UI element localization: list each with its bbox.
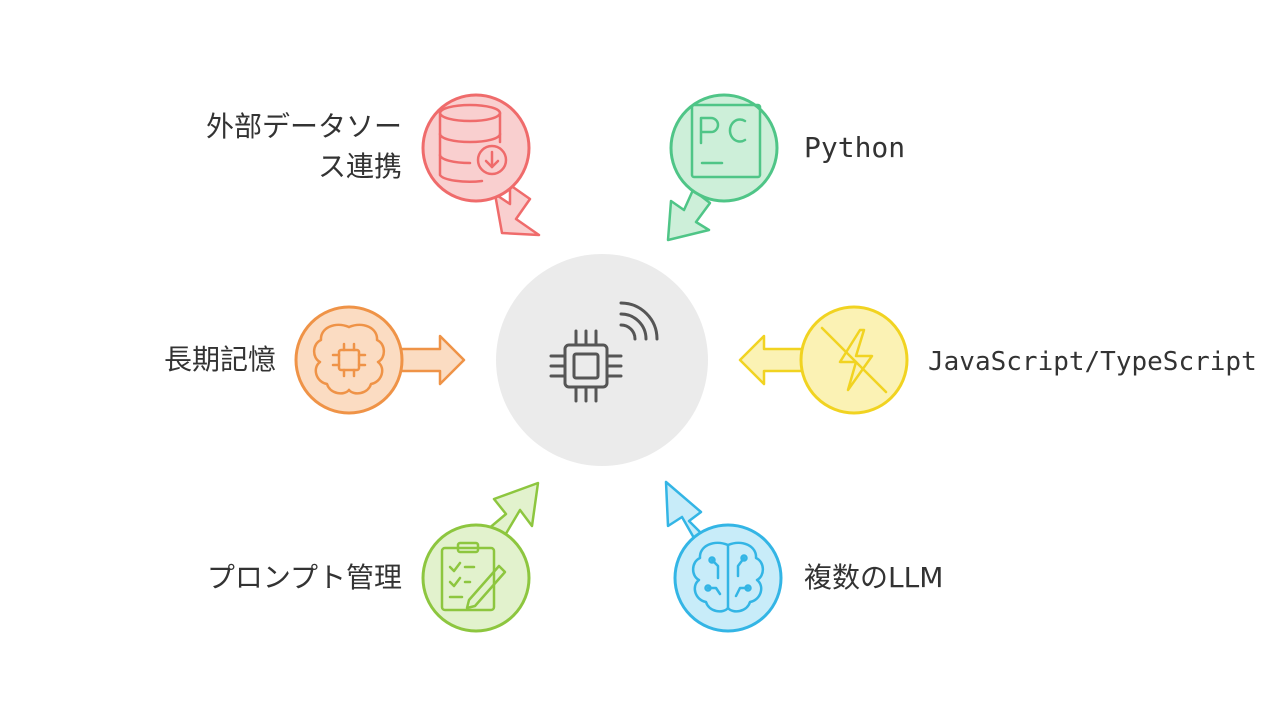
circle-external-data — [421, 93, 531, 203]
brain-chip-icon — [312, 323, 386, 395]
label-external-data: 外部データソー ス連携 — [205, 110, 402, 183]
label-python: Python — [804, 131, 906, 164]
label-prompt-management: プロンプト管理 — [206, 561, 402, 594]
pycharm-icon — [690, 103, 762, 179]
node-multiple-llm — [664, 480, 783, 633]
node-python — [666, 93, 779, 242]
arrow-python — [666, 188, 712, 242]
center-circle — [496, 254, 708, 466]
label-multiple-llm: 複数のLLM — [804, 561, 944, 594]
circle-prompt-management — [421, 523, 531, 633]
database-download-icon — [438, 103, 508, 183]
center-hub — [496, 254, 708, 466]
brain-circuit-icon — [691, 541, 765, 613]
arrow-external-data — [493, 183, 541, 237]
circle-python — [669, 93, 779, 203]
lightning-slash-icon — [820, 326, 888, 394]
chip-wireless-icon — [549, 301, 659, 403]
circle-long-term-memory — [294, 305, 404, 415]
node-long-term-memory — [294, 305, 466, 415]
clipboard-checklist-icon — [440, 541, 507, 612]
node-javascript — [738, 305, 909, 415]
label-long-term-memory: 長期記憶 — [163, 343, 276, 376]
node-prompt-management — [421, 481, 540, 633]
node-external-data — [421, 93, 541, 237]
label-javascript: JavaScript/TypeScript — [928, 347, 1257, 377]
